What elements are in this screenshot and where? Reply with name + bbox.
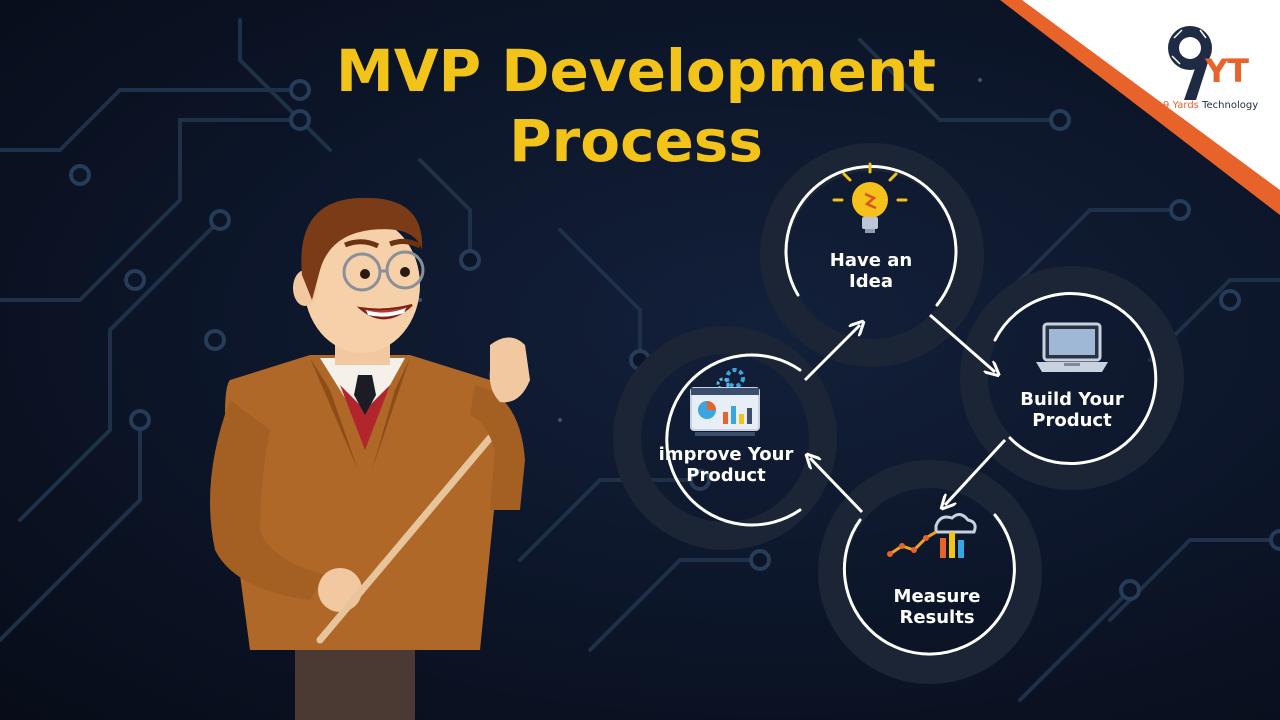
arrow-measure-to-improve (810, 458, 864, 514)
step-label-improve: improve Your Product (658, 444, 794, 486)
brand-name: 9 Yards Technology (1163, 100, 1259, 111)
brand-mark: YT (1205, 52, 1249, 90)
ring-improve (665, 353, 802, 527)
brand-logo-icon (1168, 26, 1212, 100)
presenter-character (210, 197, 530, 720)
ring-build (993, 292, 1158, 466)
arrow-improve-to-idea (803, 325, 860, 382)
step-label-measure: Measure Results (893, 586, 981, 628)
step-label-idea: Have an Idea (829, 250, 913, 292)
chart-cloud-icon (887, 513, 977, 558)
laptop-icon (1036, 322, 1108, 372)
lightbulb-icon (832, 162, 908, 233)
process-cycle (613, 143, 1184, 684)
page-title-line-2: Process (509, 107, 763, 175)
arrow-build-to-measure (945, 438, 1007, 505)
dashboard-gears-icon (690, 368, 760, 436)
page-title-line-1: MVP Development (336, 37, 936, 105)
arrow-idea-to-build (929, 313, 995, 372)
ring-idea (784, 164, 958, 307)
step-label-build: Build Your Product (1020, 389, 1124, 431)
ring-measure (842, 513, 1016, 656)
